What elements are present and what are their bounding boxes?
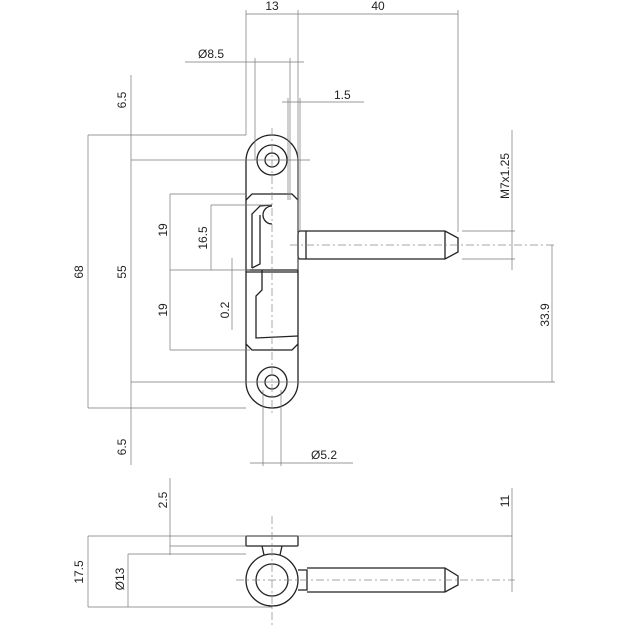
dim-dia-13: Ø13 <box>113 567 127 590</box>
dim-dia-8-5: Ø8.5 <box>198 47 224 61</box>
dim-2-5: 2.5 <box>156 491 170 508</box>
dim-thread: M7x1.25 <box>498 153 512 199</box>
dim-16-5: 16.5 <box>196 226 210 250</box>
dim-11: 11 <box>498 494 512 507</box>
dim-dia-5-2: Ø5.2 <box>311 448 337 462</box>
dim-33-9: 33.9 <box>538 303 552 327</box>
slot-radius <box>262 205 273 225</box>
slot-outline <box>251 204 299 339</box>
dimension-lines <box>87 10 555 608</box>
front-view <box>245 128 555 415</box>
dim-0-2: 0.2 <box>218 301 232 318</box>
dimension-labels: 13 40 Ø8.5 1.5 6.5 68 55 19 19 16.5 0.2 … <box>72 0 552 590</box>
side-view <box>236 516 515 625</box>
dim-lower-19: 19 <box>156 303 170 317</box>
dim-bottom-6-5: 6.5 <box>115 438 129 455</box>
dim-68: 68 <box>72 265 86 279</box>
dim-17-5: 17.5 <box>72 560 86 584</box>
dim-40: 40 <box>371 0 385 13</box>
dim-top-6-5: 6.5 <box>115 91 129 108</box>
side-neck <box>261 545 283 556</box>
dim-upper-19: 19 <box>156 223 170 237</box>
dim-13: 13 <box>265 0 279 13</box>
dim-1-5: 1.5 <box>334 88 351 102</box>
dim-55: 55 <box>115 265 129 279</box>
dimension-paths <box>87 10 555 608</box>
